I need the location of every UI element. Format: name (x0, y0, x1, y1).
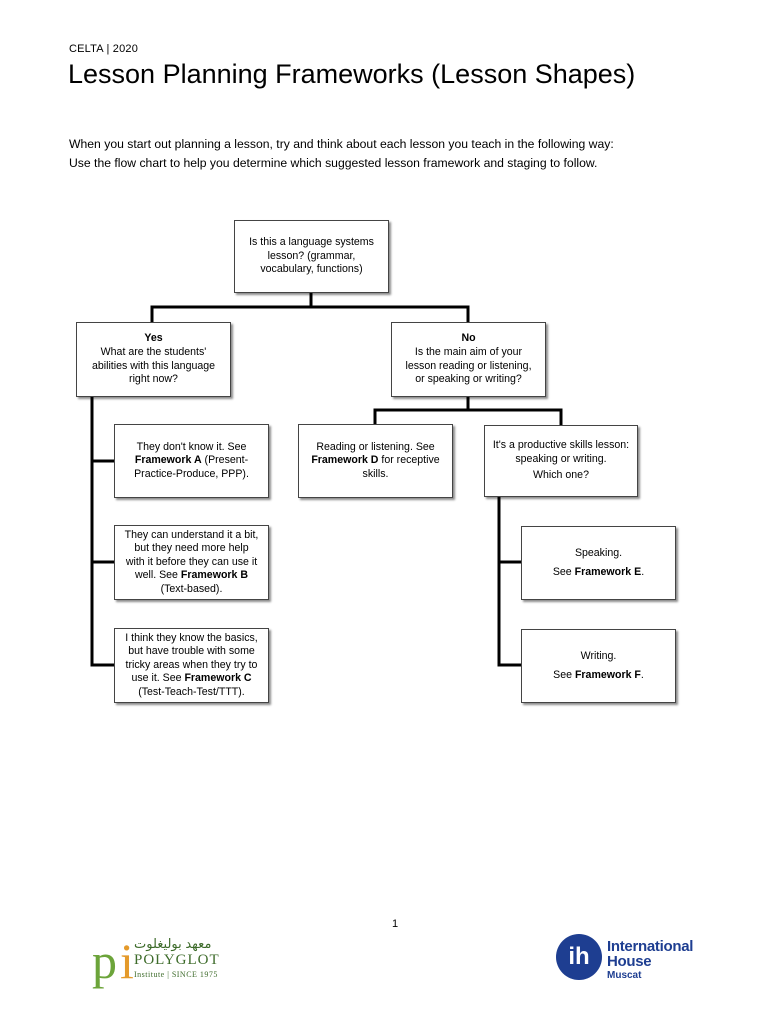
root-question-line-1: Is this a language systems (249, 236, 374, 249)
framework-e-name: Framework E (574, 565, 642, 578)
framework-c-line-5: (Test-Teach-Test/TTT). (138, 685, 245, 698)
framework-b-line-4: well. See Framework B (134, 569, 249, 582)
no-branch-heading: No (461, 332, 476, 345)
ih-logo-name: International House (607, 938, 694, 970)
root-question-line-2: lesson? (grammar, (267, 249, 356, 262)
yes-branch-line-1: What are the students' (100, 345, 207, 358)
framework-c-line-1: I think they know the basics, (125, 631, 258, 644)
framework-b-line-3: with it before they can use it (125, 555, 258, 568)
framework-a-line-1: They don't know it. See (136, 440, 247, 453)
yes-branch-heading: Yes (144, 332, 163, 345)
productive-skills-box: It's a productive skills lesson: speakin… (484, 425, 638, 497)
framework-c-line-3: tricky areas when they try to (125, 658, 258, 671)
polyglot-arabic-name: معهد بوليغلوت (134, 936, 212, 951)
framework-b-box: They can understand it a bit, but they n… (114, 525, 269, 600)
framework-e-box: Speaking. See Framework E. (521, 526, 676, 600)
ih-logo-mark: ih (556, 934, 602, 980)
framework-d-name: Framework D (311, 454, 379, 467)
document-header-label: CELTA | 2020 (69, 43, 139, 55)
intro-paragraph: When you start out planning a lesson, tr… (69, 135, 709, 173)
framework-b-line-5: (Text-based). (160, 582, 223, 595)
framework-e-line-2: See Framework E. (552, 565, 645, 578)
productive-skills-line-1: It's a productive skills lesson: (492, 439, 630, 452)
framework-f-line-2: See Framework F. (553, 668, 644, 681)
framework-c-name: Framework C (184, 672, 252, 685)
intro-line-1: When you start out planning a lesson, tr… (69, 137, 614, 151)
productive-skills-line-3: Which one? (533, 469, 589, 482)
framework-c-line-4: use it. See Framework C (131, 672, 252, 685)
ih-logo-city: Muscat (607, 970, 642, 981)
productive-skills-line-2: speaking or writing. (515, 452, 607, 465)
no-branch-line-1: Is the main aim of your (414, 345, 523, 358)
page-number: 1 (392, 918, 399, 930)
polyglot-name: POLYGLOT (134, 952, 220, 968)
framework-d-line-2: Framework D for receptive (311, 454, 440, 467)
framework-b-line-1: They can understand it a bit, (124, 528, 259, 541)
framework-d-box: Reading or listening. See Framework D fo… (298, 424, 453, 498)
no-branch-line-3: or speaking or writing? (415, 373, 522, 386)
polyglot-logo-p: p (92, 933, 117, 989)
framework-a-name: Framework A (134, 454, 202, 467)
root-question-box: Is this a language systems lesson? (gram… (234, 220, 389, 293)
framework-c-box: I think they know the basics, but have t… (114, 628, 269, 703)
polyglot-subtitle: Institute | SINCE 1975 (134, 970, 218, 979)
polyglot-logo-i: i (120, 933, 134, 989)
framework-a-box: They don't know it. See Framework A (Pre… (114, 424, 269, 498)
framework-a-line-2: Framework A (Present- (134, 454, 249, 467)
no-branch-line-2: lesson reading or listening, (405, 359, 532, 372)
framework-f-box: Writing. See Framework F. (521, 629, 676, 703)
framework-b-line-2: but they need more help (134, 542, 249, 555)
framework-e-line-1: Speaking. (574, 546, 623, 559)
page-title: Lesson Planning Frameworks (Lesson Shape… (68, 59, 636, 89)
framework-c-line-2: but have trouble with some (128, 645, 255, 658)
framework-f-line-1: Writing. (580, 649, 617, 662)
root-question-line-3: vocabulary, functions) (260, 263, 363, 276)
no-branch-box: No Is the main aim of your lesson readin… (391, 322, 546, 397)
intro-line-2: Use the flow chart to help you determine… (69, 156, 598, 170)
yes-branch-box: Yes What are the students' abilities wit… (76, 322, 231, 397)
framework-d-line-3: skills. (362, 467, 389, 480)
framework-d-line-1: Reading or listening. See (316, 440, 435, 453)
yes-branch-line-2: abilities with this language (91, 359, 216, 372)
framework-f-name: Framework F (574, 668, 641, 681)
framework-b-name: Framework B (180, 569, 249, 582)
framework-a-line-3: Practice-Produce, PPP). (134, 467, 249, 480)
yes-branch-line-3: right now? (129, 373, 178, 386)
